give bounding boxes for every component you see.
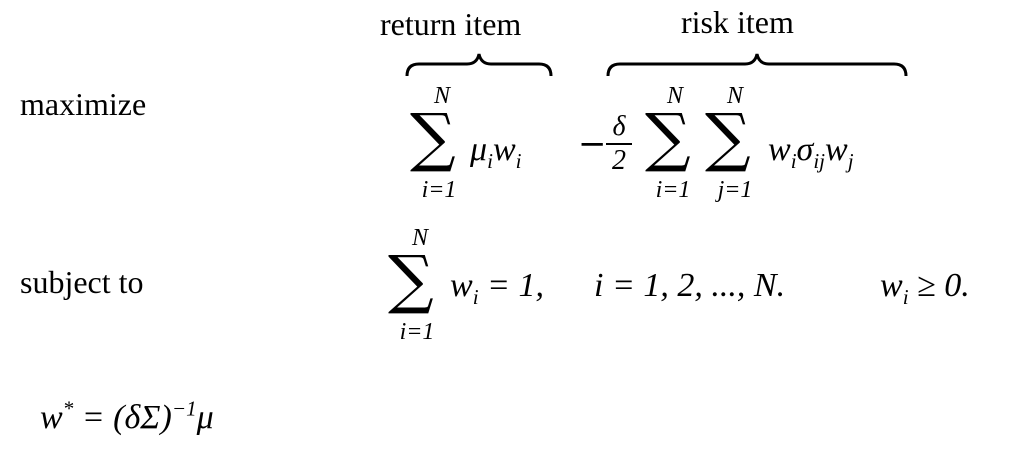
constraint-sum-equals-one: wi = 1, — [450, 267, 544, 309]
delta-over-2-fraction: δ 2 — [606, 112, 632, 176]
fraction-denominator: 2 — [612, 144, 626, 176]
sum1-upper-limit: N — [433, 83, 450, 109]
optimal-weights-formula: w* = (δΣ)−1μ — [40, 396, 214, 436]
sum1-lower-limit: i=1 — [421, 177, 457, 203]
risk-term: wiσijwj — [768, 131, 854, 173]
sum2-symbol: ∑ — [645, 101, 691, 175]
return-item-overbrace — [405, 53, 553, 77]
risk-item-overbrace — [606, 53, 908, 77]
label-maximize: maximize — [20, 86, 147, 122]
return-term: μiwi — [470, 131, 522, 173]
sum2-upper-limit: N — [666, 83, 683, 109]
sum3-symbol: ∑ — [705, 101, 751, 175]
return-item-label: return item — [380, 6, 522, 42]
constraint-index-range: i = 1, 2, ..., N. — [594, 267, 786, 304]
constraint-sum-symbol: ∑ — [388, 243, 434, 317]
sum2-lower-limit: i=1 — [655, 177, 691, 203]
constraint-sum-lower-limit: i=1 — [399, 319, 435, 345]
risk-item-label: risk item — [681, 4, 794, 40]
sum3-upper-limit: N — [726, 83, 743, 109]
fraction-bar — [606, 143, 632, 145]
fraction-numerator: δ — [612, 111, 626, 142]
minus-sign: − — [578, 124, 607, 164]
constraint-sum-upper-limit: N — [411, 225, 428, 251]
sum1-symbol: ∑ — [410, 101, 456, 175]
sum3-lower-limit: j=1 — [717, 177, 753, 203]
label-subject-to: subject to — [20, 264, 144, 300]
constraint-nonnegativity: wi ≥ 0. — [880, 267, 970, 309]
